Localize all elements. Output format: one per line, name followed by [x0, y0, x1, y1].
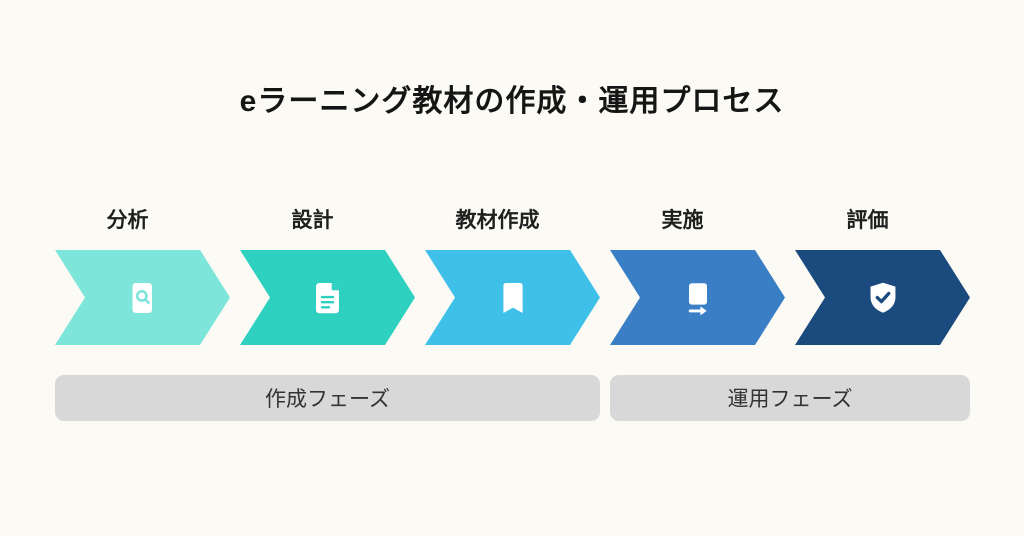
- step-label-implementation: 実施: [661, 209, 704, 232]
- step-chevron-design: [240, 250, 415, 345]
- step-chevron-analysis: [55, 250, 230, 345]
- shield-check-icon: [865, 280, 901, 316]
- document-text-icon: [310, 280, 346, 316]
- search-document-icon: [125, 280, 161, 316]
- book-arrow-icon: [680, 280, 716, 316]
- step-labels-row: 分析 設計 教材作成 実施 評価: [0, 204, 1024, 234]
- bookmark-icon: [495, 280, 531, 316]
- step-label-design: 設計: [291, 209, 334, 232]
- phase-bars-row: 作成フェーズ 運用フェーズ: [0, 375, 1024, 421]
- step-label-material-creation: 教材作成: [455, 209, 540, 232]
- step-label-analysis: 分析: [106, 209, 149, 232]
- phase-bar-creation: 作成フェーズ: [55, 375, 600, 421]
- step-chevron-implementation: [610, 250, 785, 345]
- phase-label-creation: 作成フェーズ: [265, 388, 390, 411]
- page-title: eラーニング教材の作成・運用プロセス: [239, 85, 785, 118]
- phase-bar-operation: 運用フェーズ: [610, 375, 970, 421]
- step-chevron-material-creation: [425, 250, 600, 345]
- process-steps-row: [0, 250, 1024, 345]
- step-chevron-evaluation: [795, 250, 970, 345]
- step-label-evaluation: 評価: [846, 209, 889, 232]
- phase-label-operation: 運用フェーズ: [727, 388, 853, 411]
